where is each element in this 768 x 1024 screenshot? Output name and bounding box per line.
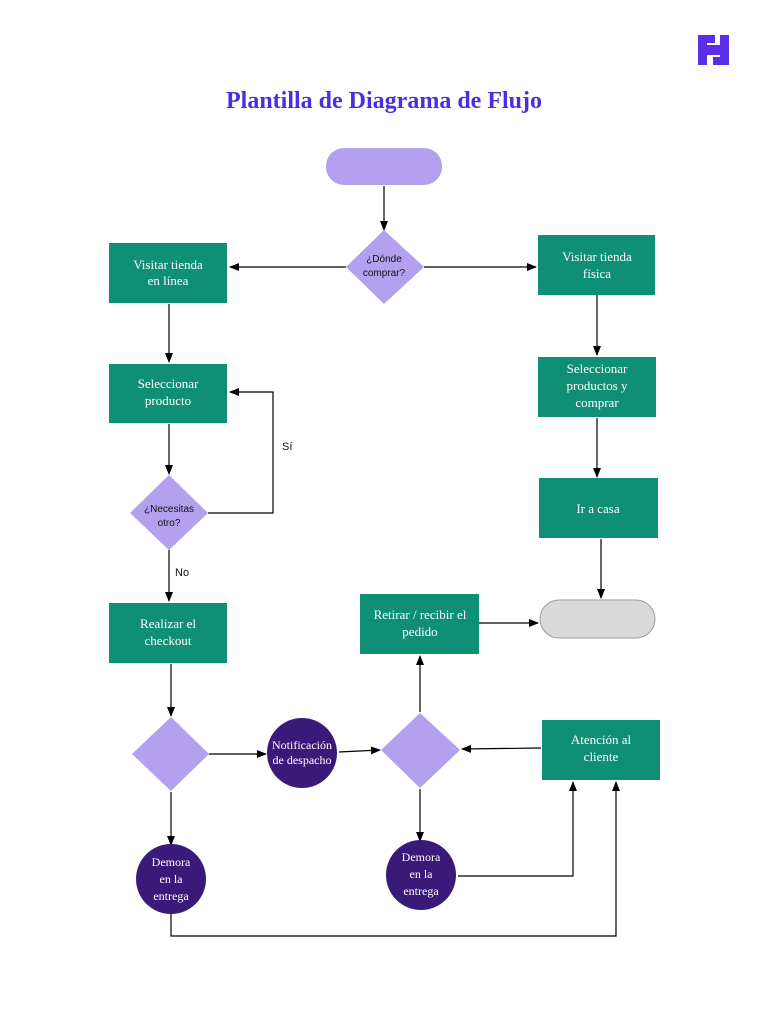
delay-mid-label-line: Demora — [402, 850, 441, 864]
process-customer-service: Atención al cliente — [542, 720, 660, 780]
go-home-label: Ir a casa — [576, 501, 620, 516]
process-checkout: Realizar el checkout — [109, 603, 227, 663]
decision-need-other: ¿Necesitas otro? — [130, 475, 208, 550]
go-home-label-line: Ir a casa — [576, 501, 620, 516]
edge-label-no: No — [175, 567, 189, 579]
checkout-label-line: checkout — [145, 633, 192, 648]
checkout-label: Realizar el checkout — [140, 616, 196, 648]
start-node — [326, 148, 442, 185]
decision-mid — [381, 713, 460, 788]
page-title: Plantilla de Diagrama de Flujo — [226, 88, 542, 114]
decision-where-to-buy: ¿Dónde comprar? — [346, 230, 424, 304]
delay-left-label-line: Demora — [152, 855, 191, 869]
where-buy-label: ¿Dónde comprar? — [363, 254, 406, 279]
select-buy-label: Seleccionar productos y comprar — [566, 361, 628, 410]
select-product-label-line: producto — [145, 393, 191, 408]
select-product-label-line: Seleccionar — [138, 376, 199, 391]
end-node — [539, 599, 656, 639]
visit-online-label-line: Visitar tienda — [133, 257, 203, 272]
customer-service-label: Atención al cliente — [571, 732, 632, 764]
notification-label-line: de despacho — [273, 753, 332, 767]
decision-left — [132, 717, 209, 791]
select-buy-label-line: Seleccionar — [567, 361, 628, 376]
need-other-label: ¿Necesitas otro? — [144, 504, 194, 529]
process-select-product: Seleccionar producto — [109, 364, 227, 423]
delay-left-label-line: en la — [160, 872, 184, 886]
edges — [165, 186, 620, 937]
delay-mid-label: Demora en la entrega — [402, 850, 441, 898]
select-product-label: Seleccionar producto — [138, 376, 199, 408]
delay-mid-label-line: en la — [410, 867, 434, 881]
circle-delay-left: Demora en la entrega — [136, 844, 206, 914]
process-pickup-order: Retirar / recibir el pedido — [360, 594, 479, 654]
select-buy-label-line: comprar — [575, 395, 619, 410]
edge-label-yes: Sí — [282, 441, 292, 453]
h-logo-icon — [698, 35, 729, 65]
visit-physical-label-line: Visitar tienda — [562, 249, 632, 264]
circle-delay-mid: Demora en la entrega — [386, 840, 456, 910]
edge-delay-left-to-service — [170, 781, 620, 937]
pickup-label-line: pedido — [402, 624, 437, 639]
customer-service-label-line: Atención al — [571, 732, 632, 747]
edge-notification-to-decision — [338, 746, 381, 755]
customer-service-label-line: cliente — [584, 749, 619, 764]
edge-service-to-decision — [461, 744, 542, 753]
delay-left-label: Demora en la entrega — [152, 855, 191, 903]
pickup-label: Retirar / recibir el pedido — [374, 607, 467, 639]
pickup-label-line: Retirar / recibir el — [374, 607, 467, 622]
where-buy-label-line: comprar? — [363, 268, 406, 279]
checkout-label-line: Realizar el — [140, 616, 196, 631]
need-other-label-line: ¿Necesitas — [144, 504, 194, 515]
process-visit-physical: Visitar tienda física — [538, 235, 655, 295]
process-select-and-buy: Seleccionar productos y comprar — [538, 357, 656, 417]
need-other-label-line: otro? — [158, 518, 181, 529]
delay-left-label-line: entrega — [153, 889, 189, 903]
process-go-home: Ir a casa — [539, 478, 658, 538]
notification-label-line: Notificación — [272, 738, 332, 752]
visit-physical-label: Visitar tienda física — [562, 249, 632, 281]
edge-delay-mid-to-service — [458, 781, 577, 877]
edge-need-yes-loop — [208, 388, 274, 514]
delay-mid-label-line: entrega — [403, 884, 439, 898]
visit-physical-label-line: física — [583, 266, 611, 281]
where-buy-label-line: ¿Dónde — [366, 254, 402, 265]
visit-online-label-line: en línea — [148, 273, 189, 288]
select-buy-label-line: productos y — [566, 378, 628, 393]
